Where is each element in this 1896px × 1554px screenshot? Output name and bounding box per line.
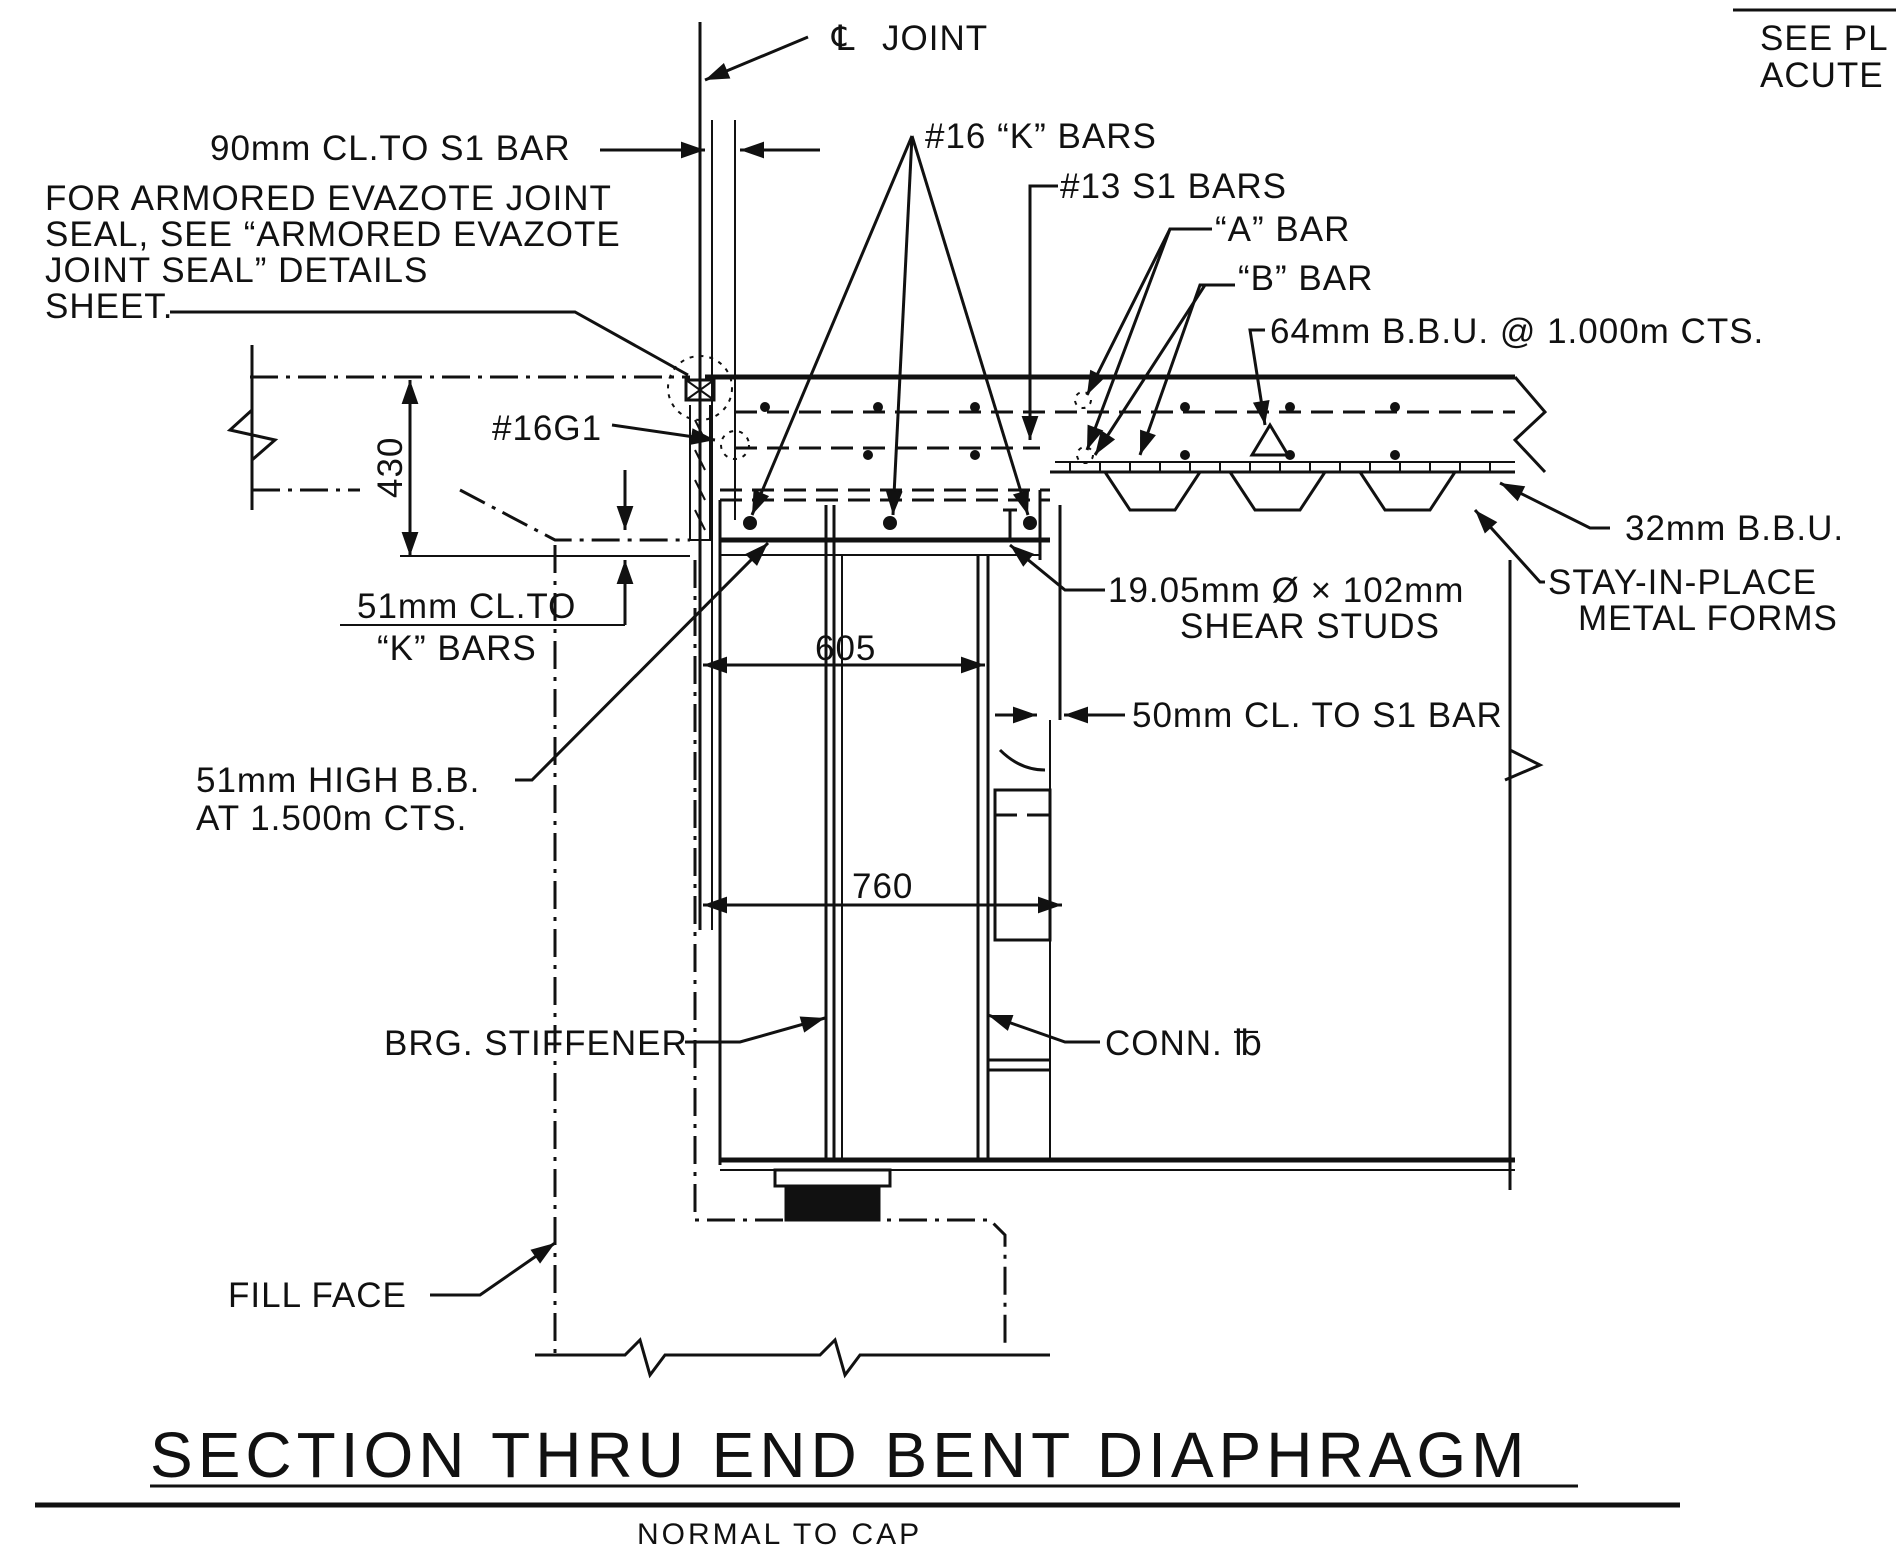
reinforcing-bars	[720, 391, 1400, 530]
cl-to-s1-90-label: 90mm CL.TO S1 BAR	[210, 129, 571, 168]
connection-plate	[976, 555, 1052, 1160]
stay-forms-line-2: METAL FORMS	[1578, 599, 1838, 638]
bb-51-line-2: AT 1.500m CTS.	[196, 799, 467, 838]
substructure-outline	[535, 545, 1050, 1379]
bbu-32-label: 32mm B.B.U.	[1625, 509, 1844, 548]
dim-760-label: 760	[852, 867, 913, 906]
metal-forms	[1055, 422, 1515, 512]
shear-studs-line-1: 19.05mm Ø × 102mm	[1108, 571, 1464, 610]
slab-break-left	[226, 345, 690, 542]
bearing-stiffener	[824, 505, 843, 1160]
evazote-line-1: FOR ARMORED EVAZOTE JOINT	[45, 179, 612, 218]
stay-forms-line-1: STAY-IN-PLACE	[1548, 563, 1817, 602]
corner-note-line-1: SEE PL	[1760, 19, 1889, 58]
a-bar-label: “A” BAR	[1215, 210, 1350, 249]
shear-studs-line-2: SHEAR STUDS	[1180, 607, 1440, 646]
dim-51-line	[340, 470, 634, 626]
conn-pl-label: CONN. ℔	[1105, 1024, 1263, 1063]
s1-bars-label: #13 S1 BARS	[1060, 167, 1287, 206]
b-bar-label: “B” BAR	[1238, 259, 1373, 298]
cl-joint-label: JOINT	[882, 19, 988, 58]
dim-430-line	[400, 380, 690, 557]
dim-430-label: 430	[371, 437, 410, 498]
g1-label: #16G1	[492, 409, 602, 448]
fill-face-label: FILL FACE	[228, 1276, 407, 1315]
bearing-pad	[773, 1168, 892, 1222]
bbu-64-label: 64mm B.B.U. @ 1.000m CTS.	[1270, 312, 1764, 351]
evazote-line-2: SEAL, SEE “ARMORED EVAZOTE	[45, 215, 621, 254]
cl-to-k-51-line-2: “K” BARS	[377, 629, 537, 668]
centerline-symbol: ℄	[831, 19, 855, 58]
leaders	[170, 8, 1896, 1297]
cl-to-s1-50-label: 50mm CL. TO S1 BAR	[1132, 696, 1503, 735]
drawing-subtitle: NORMAL TO CAP	[637, 1518, 922, 1551]
cl-to-k-51-line-1: 51mm CL.TO	[357, 587, 576, 626]
drawing-title: SECTION THRU END BENT DIAPHRAGM	[150, 1419, 1529, 1491]
brg-stiffener-label: BRG. STIFFENER	[384, 1024, 688, 1063]
bb-51-line-1: 51mm HIGH B.B.	[196, 761, 480, 800]
joint-seal	[667, 355, 733, 541]
k-bars-label: #16 “K” BARS	[925, 117, 1157, 156]
evazote-line-3: JOINT SEAL” DETAILS	[45, 251, 428, 290]
dim-605-label: 605	[815, 629, 876, 668]
joint-centerline	[698, 22, 736, 930]
corner-note-line-2: ACUTE	[1760, 56, 1884, 95]
evazote-line-4: SHEET.	[45, 287, 174, 326]
